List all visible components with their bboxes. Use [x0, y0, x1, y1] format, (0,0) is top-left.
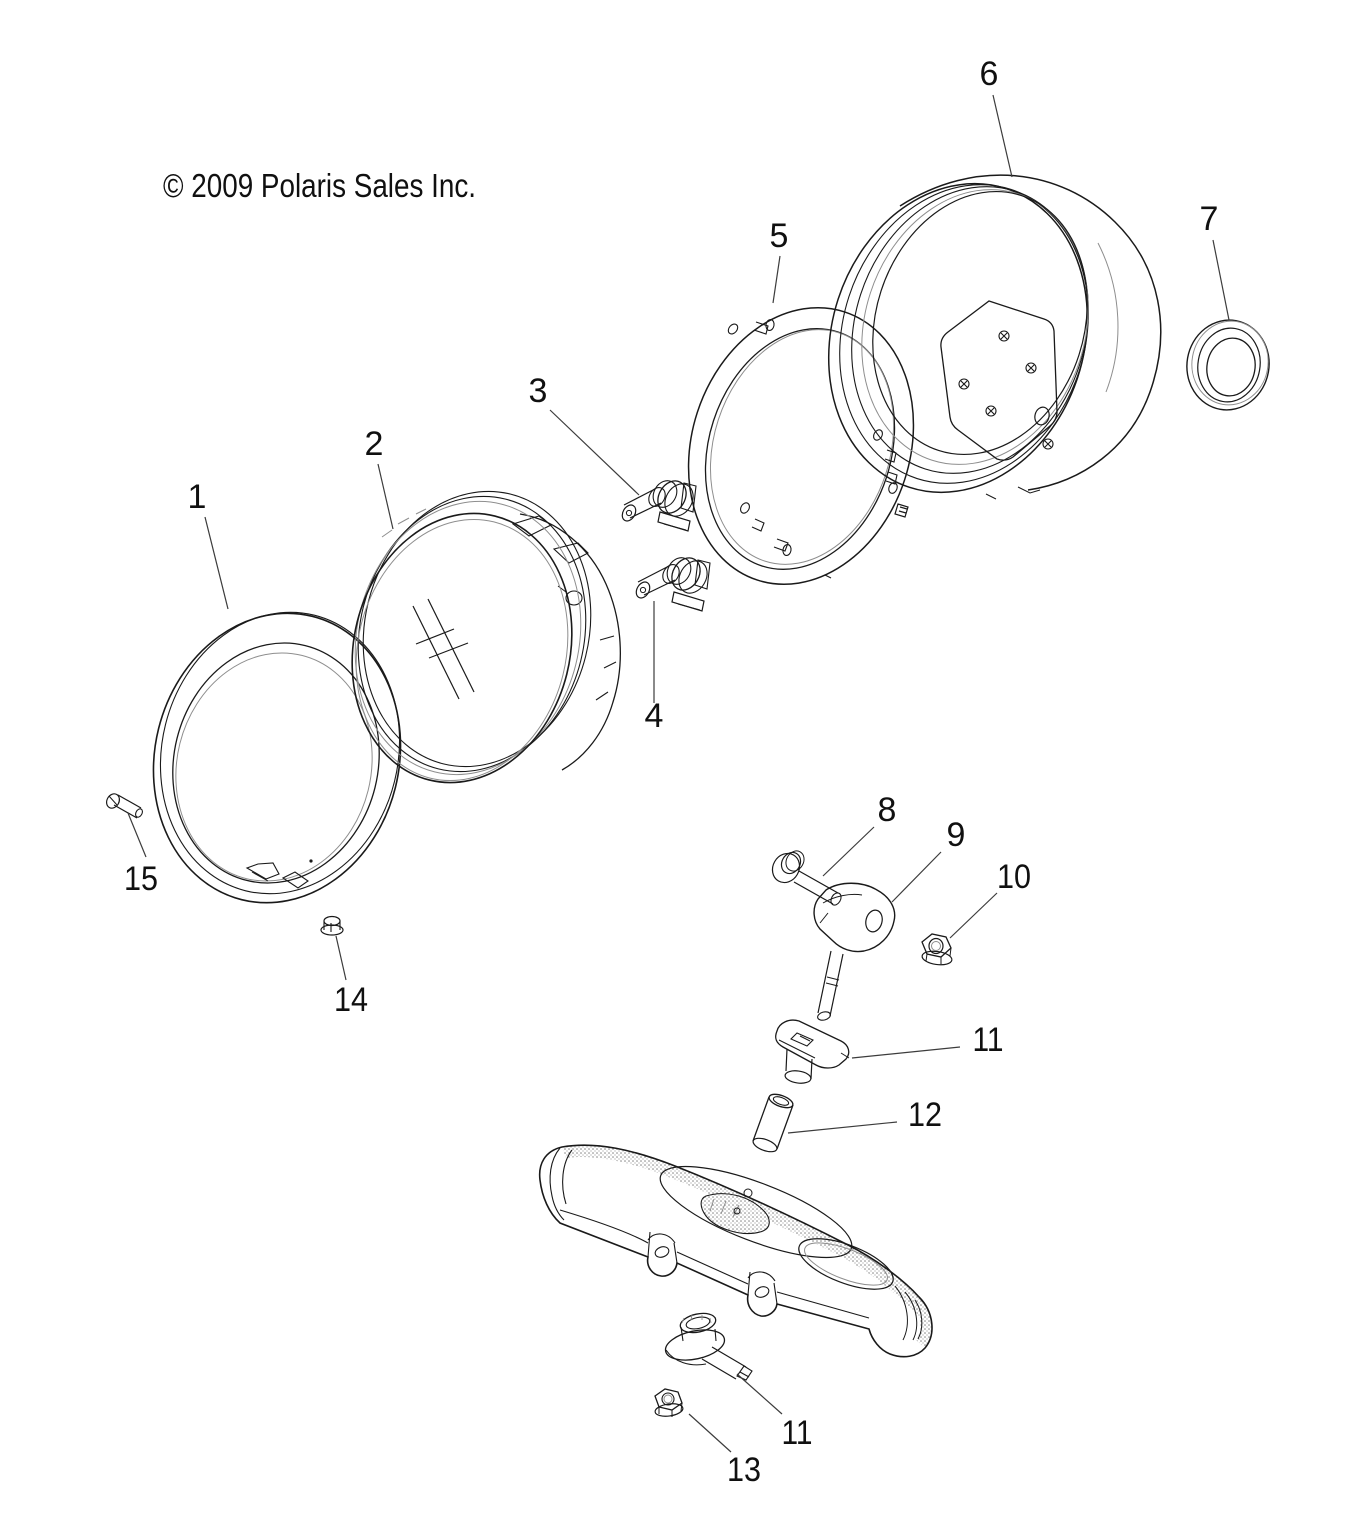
leader-lines [127, 94, 1230, 1453]
part-12-spacer [752, 1093, 794, 1153]
callout-label-8: 8 [878, 791, 897, 829]
leader-6 [992, 94, 1013, 178]
part-2-headlamp-assembly [351, 490, 621, 784]
leader-2 [377, 463, 394, 530]
leader-11-lower [736, 1373, 783, 1415]
leader-7 [1212, 239, 1230, 321]
part-8-bolt [771, 850, 842, 906]
part-11-pivot-block-lower [664, 1312, 753, 1381]
clamp-lug-1 [647, 1231, 678, 1264]
callout-label-11-lower: 11 [782, 1414, 813, 1452]
casting-endcap-texture [908, 1297, 932, 1348]
part-14-nut [320, 915, 344, 936]
callout-label-9: 9 [947, 816, 966, 854]
part-13-lock-nut [654, 1388, 684, 1417]
part-10-flange-nut [921, 933, 953, 966]
bucket-plate-screws [958, 330, 1054, 450]
callout-label-11-upper: 11 [973, 1021, 1004, 1059]
callout-label-15: 15 [124, 860, 158, 898]
ring-notches [751, 321, 898, 579]
callout-label-13: 13 [727, 1451, 761, 1489]
part-7-grommet [1186, 319, 1270, 411]
callout-label-6: 6 [980, 55, 999, 93]
callout-label-2: 2 [365, 425, 384, 463]
leader-1 [204, 516, 229, 610]
callout-label-12: 12 [908, 1096, 942, 1134]
leader-11-upper [851, 1046, 961, 1059]
leader-10 [949, 892, 998, 939]
part-4-bulb [635, 557, 711, 612]
leader-9 [891, 851, 942, 903]
lens-aiming-cross [412, 598, 475, 700]
leader-5 [772, 255, 781, 304]
part-3-bulb [621, 480, 697, 532]
leader-13 [688, 1413, 732, 1453]
leader-14 [335, 935, 347, 981]
leader-3 [549, 409, 640, 496]
callout-label-4: 4 [645, 697, 664, 735]
leader-12 [787, 1121, 898, 1134]
part-6-headlight-bucket [827, 174, 1162, 500]
part-11-pivot-block-upper [775, 1019, 850, 1084]
clamp-lug-2 [747, 1271, 778, 1305]
headlight-mount-casting [538, 1144, 933, 1358]
leader-15 [127, 812, 147, 858]
callout-label-5: 5 [770, 217, 789, 255]
callout-label-1: 1 [188, 478, 207, 516]
leader-8 [822, 826, 875, 877]
callout-label-10: 10 [997, 858, 1031, 896]
part-1-headlight-rim [152, 611, 402, 904]
part-15-screw [105, 793, 143, 819]
part-9-adjuster-arm [813, 882, 896, 1021]
callout-label-3: 3 [529, 372, 548, 410]
copyright-notice: © 2009 Polaris Sales Inc. [163, 167, 476, 204]
callout-label-7: 7 [1200, 200, 1219, 238]
callout-label-14: 14 [334, 981, 368, 1019]
